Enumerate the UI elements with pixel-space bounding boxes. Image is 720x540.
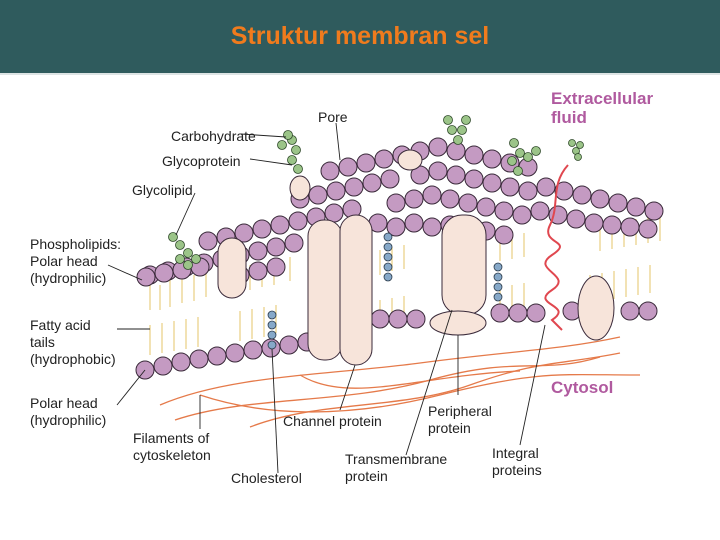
label-extracellular-fluid: Extracellular fluid xyxy=(551,89,654,127)
title-bar: Struktur membran sel xyxy=(0,0,720,75)
label-fatty-acid-tails: Fatty acid tails (hydrophobic) xyxy=(30,317,116,367)
membrane-illustration xyxy=(107,115,664,474)
label-integral-proteins: Integral proteins xyxy=(492,445,542,478)
label-glycolipid: Glycolipid xyxy=(132,182,193,198)
label-phospholipids: Phospholipids: Polar head (hydrophilic) xyxy=(30,236,122,286)
cytoskeleton-filaments xyxy=(159,336,641,428)
label-polar-head: Polar head (hydrophilic) xyxy=(30,395,107,428)
label-carbohydrate: Carbohydrate xyxy=(171,128,256,144)
title-divider xyxy=(0,73,720,75)
membrane-proteins xyxy=(217,149,615,366)
membrane-diagram: Pore Carbohydrate Glycoprotein Glycolipi… xyxy=(0,75,720,540)
label-peripheral-protein: Peripheral protein xyxy=(428,403,492,436)
label-cytosol: Cytosol xyxy=(551,378,614,397)
leader-lines xyxy=(107,122,546,474)
label-channel-protein: Channel protein xyxy=(283,413,382,429)
label-filaments: Filaments of cytoskeleton xyxy=(133,430,211,463)
slide-title: Struktur membran sel xyxy=(230,22,490,50)
carbohydrate-chains xyxy=(168,115,584,270)
integral-protein-helix xyxy=(544,164,569,331)
label-transmembrane-protein: Transmembrane protein xyxy=(345,451,448,484)
label-cholesterol: Cholesterol xyxy=(231,470,302,486)
cholesterol-molecules xyxy=(267,232,503,350)
label-pore: Pore xyxy=(318,109,348,125)
label-glycoprotein: Glycoprotein xyxy=(162,153,241,169)
